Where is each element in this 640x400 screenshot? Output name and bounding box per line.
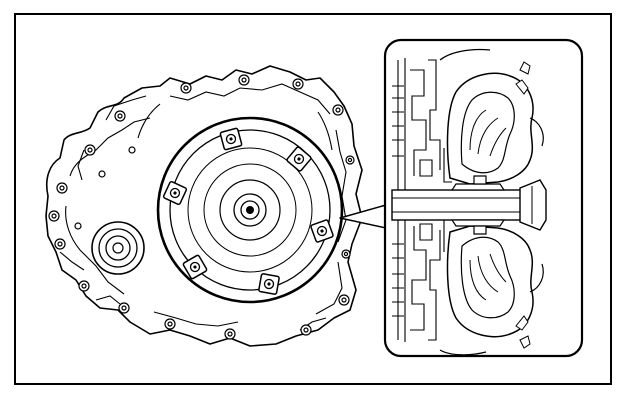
torus-upper <box>446 61 544 185</box>
mounting-bolt-icon <box>219 127 243 151</box>
torus-lower <box>446 225 544 349</box>
torque-converter <box>156 116 344 304</box>
mounting-bolt-icon <box>310 219 334 243</box>
input-shaft-section <box>391 179 547 231</box>
output-shaft-boss <box>91 221 145 275</box>
mounting-bolt-icon <box>258 273 280 295</box>
housing-bosses <box>48 74 355 340</box>
housing-contours <box>59 83 347 331</box>
mounting-bolts <box>162 127 334 295</box>
mounting-bolt-icon <box>286 146 312 172</box>
mounting-bolt-icon <box>162 180 188 206</box>
mounting-bolt-icon <box>182 254 208 280</box>
detail-inset <box>383 38 584 358</box>
